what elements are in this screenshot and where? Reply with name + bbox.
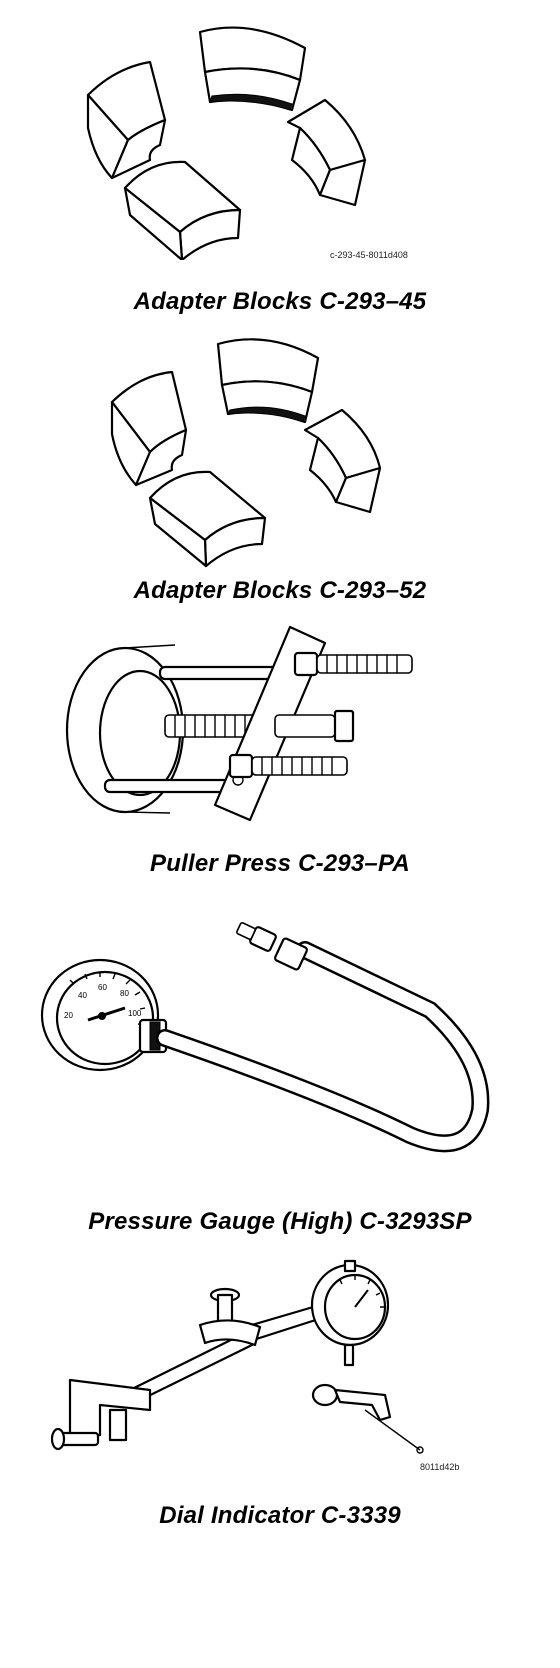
adapter-block-left bbox=[110, 370, 188, 487]
indicator-holder bbox=[311, 1383, 424, 1454]
svg-text:100: 100 bbox=[128, 1009, 142, 1018]
adapter-blocks-52-caption: Adapter Blocks C-293–52 bbox=[133, 577, 427, 604]
indicator-arm bbox=[118, 1287, 327, 1409]
pressure-gauge-illustration: 40 60 80 20 100 bbox=[0, 920, 560, 1170]
indicator-dial bbox=[310, 1259, 390, 1367]
dial-indicator-illustration bbox=[0, 1245, 560, 1455]
adapter-block-right bbox=[303, 408, 382, 514]
indicator-clamp bbox=[50, 1378, 152, 1451]
pressure-gauge-caption: Pressure Gauge (High) C-3293SP bbox=[88, 1208, 472, 1235]
part-code-label: c-293-45-8011d408 bbox=[330, 250, 408, 260]
part-code-label: 8011d42b bbox=[420, 1462, 460, 1472]
adapter-blocks-52-illustration bbox=[0, 330, 560, 570]
gauge-dial: 40 60 80 20 100 bbox=[40, 958, 160, 1072]
adapter-block-bottom bbox=[148, 470, 267, 568]
adapter-blocks-45-illustration bbox=[0, 10, 560, 260]
svg-text:80: 80 bbox=[120, 989, 129, 998]
adapter-block-top bbox=[198, 26, 307, 112]
adapter-block-top bbox=[216, 338, 320, 424]
puller-center-screw bbox=[274, 709, 355, 743]
adapter-block-bottom bbox=[123, 160, 242, 260]
puller-press-illustration bbox=[0, 615, 560, 840]
svg-text:20: 20 bbox=[64, 1011, 73, 1020]
adapter-block-right bbox=[286, 98, 367, 207]
svg-text:40: 40 bbox=[78, 991, 87, 1000]
puller-bolt-lower bbox=[228, 753, 348, 779]
gauge-hose bbox=[156, 941, 490, 1153]
hose-end-fitting bbox=[236, 922, 308, 971]
dial-indicator-caption: Dial Indicator C-3339 bbox=[159, 1502, 401, 1529]
adapter-blocks-45-caption: Adapter Blocks C-293–45 bbox=[133, 288, 427, 315]
svg-text:60: 60 bbox=[98, 983, 107, 992]
puller-press-caption: Puller Press C-293–PA bbox=[150, 850, 410, 877]
puller-bolt-upper bbox=[293, 651, 413, 677]
adapter-block-left bbox=[86, 60, 167, 180]
